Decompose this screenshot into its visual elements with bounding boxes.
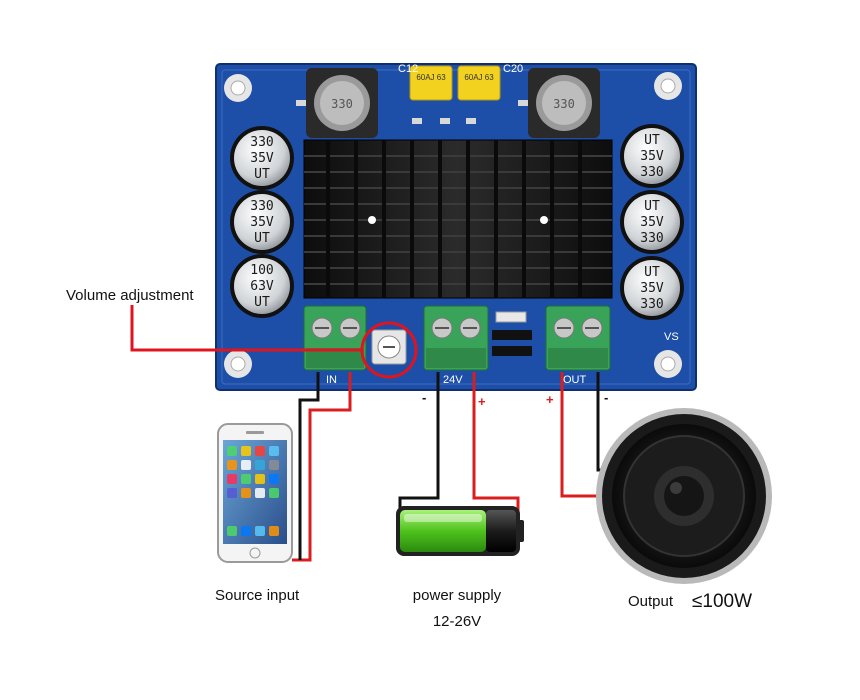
electrolytic-capacitor-right-1: UT 35V 330 — [620, 124, 684, 188]
cap-text: 330 — [640, 297, 663, 312]
sign-output-minus: - — [604, 390, 608, 405]
film-capacitor-left: 60AJ 63 — [409, 65, 453, 101]
film-capacitor-right-label: 60AJ 63 — [464, 73, 494, 82]
electrolytic-capacitor-left-2: 330 35V UT — [230, 190, 294, 254]
power-terminal-block[interactable] — [423, 305, 489, 371]
volume-potentiometer[interactable] — [371, 329, 407, 365]
cap-text: 35V — [250, 151, 274, 166]
mounting-hole — [654, 350, 682, 378]
cap-text: UT — [254, 167, 270, 182]
output-terminal-block[interactable] — [545, 305, 611, 371]
cap-text: UT — [254, 295, 270, 310]
inductor-left-label: 330 — [331, 97, 353, 111]
cap-text: 330 — [640, 165, 663, 180]
wires — [130, 305, 636, 562]
inductor-left: 330 — [306, 68, 378, 138]
mounting-hole — [224, 74, 252, 102]
film-capacitor-left-label: 60AJ 63 — [416, 73, 446, 82]
electrolytic-capacitor-left-1: 330 35V UT — [230, 126, 294, 190]
amplifier-board: 330 330 60AJ 63 60AJ 63 C12 C20 — [215, 63, 697, 391]
smartphone-icon — [217, 423, 293, 563]
cap-text: 330 — [250, 135, 273, 150]
output-label: Output — [628, 593, 674, 610]
cap-text: 35V — [640, 215, 664, 230]
speaker-icon — [596, 408, 772, 584]
silk-out-label: OUT — [563, 374, 587, 386]
cap-text: UT — [644, 133, 660, 148]
sign-power-plus: + — [478, 394, 486, 409]
electrolytic-capacitor-right-2: UT 35V 330 — [620, 190, 684, 254]
power-supply-voltage-label: 12-26V — [433, 613, 481, 630]
cap-text: 330 — [250, 199, 273, 214]
cap-text: UT — [644, 199, 660, 214]
cap-text: 35V — [640, 149, 664, 164]
source-input-label: Source input — [215, 587, 300, 604]
cap-text: UT — [644, 265, 660, 280]
battery-icon — [396, 506, 524, 556]
input-wire-black — [298, 372, 320, 560]
electrolytic-capacitor-left-3: 100 63V UT — [230, 254, 294, 318]
input-wire-red — [292, 372, 352, 562]
cap-text: 35V — [250, 215, 274, 230]
electrolytic-capacitor-right-3: UT 35V 330 — [620, 256, 684, 320]
output-power-label: ≤100W — [692, 591, 752, 612]
silk-c20: C20 — [503, 63, 523, 75]
cap-text: 63V — [250, 279, 274, 294]
film-capacitor-right: 60AJ 63 — [457, 65, 501, 101]
heatsink — [303, 139, 613, 299]
cap-text: UT — [254, 231, 270, 246]
cap-text: 35V — [640, 281, 664, 296]
cap-text: 100 — [250, 263, 273, 278]
inductor-right: 330 — [528, 68, 600, 138]
silk-vs-label: VS — [664, 331, 679, 343]
power-wire-black — [398, 372, 440, 512]
inductor-right-label: 330 — [553, 97, 575, 111]
input-terminal-block[interactable] — [303, 305, 367, 371]
mounting-hole — [654, 72, 682, 100]
silk-c12: C12 — [398, 63, 418, 75]
sign-power-minus: - — [422, 390, 426, 405]
silk-in-label: IN — [326, 374, 337, 386]
silk-power-label: 24V — [443, 374, 463, 386]
sign-output-plus: + — [546, 392, 554, 407]
mounting-hole — [224, 350, 252, 378]
cap-text: 330 — [640, 231, 663, 246]
power-wire-red — [472, 372, 520, 512]
volume-adjustment-label: Volume adjustment — [66, 287, 194, 304]
volume-pointer-line — [130, 305, 362, 352]
power-supply-label: power supply — [413, 587, 502, 604]
